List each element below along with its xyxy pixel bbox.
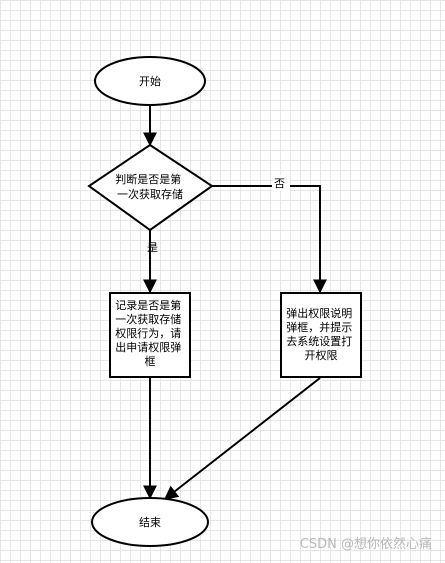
edge-decision-no-to-explain (212, 185, 327, 294)
record-line-3: 权限行为，请 (115, 327, 181, 340)
start-label: 开始 (139, 74, 161, 88)
start-ellipse (94, 56, 206, 106)
decision-node: 判断是否是第 一次获取存储 (87, 143, 214, 232)
decision-diamond (87, 143, 214, 232)
start-node: 开始 (94, 56, 206, 106)
edges (143, 105, 327, 500)
record-process-label: 记录是否是第 一次获取存储 权限行为，请 出申请权限弹 框 (115, 298, 185, 368)
decision-label-line-2: 一次获取存储 (117, 187, 183, 201)
record-line-5: 框 (145, 355, 156, 368)
decision-label-line-1: 判断是否是第 (115, 172, 181, 186)
explain-process-label: 弹出权限说明 弹框，并提示 去系统设置打 开权限 (286, 306, 356, 362)
explain-line-4: 开权限 (305, 349, 338, 362)
yes-label: 是 (147, 241, 158, 254)
end-node: 结束 (91, 497, 209, 547)
explain-process-node: 弹出权限说明 弹框，并提示 去系统设置打 开权限 (280, 292, 362, 378)
end-label: 结束 (139, 516, 161, 529)
watermark: CSDN @想你依然心痛 (300, 536, 432, 552)
record-process-box (109, 292, 191, 378)
end-ellipse (91, 497, 209, 547)
decision-label: 判断是否是第 一次获取存储 (115, 172, 185, 201)
explain-line-1: 弹出权限说明 (286, 306, 352, 320)
record-line-4: 出申请权限弹 (115, 340, 181, 354)
no-label-text: 否 (274, 177, 285, 190)
no-label: 否 (272, 175, 290, 191)
explain-line-3: 去系统设置打 (286, 334, 352, 348)
edge-explain-to-end (163, 377, 321, 500)
record-line-2: 一次获取存储 (115, 312, 181, 326)
record-process-node: 记录是否是第 一次获取存储 权限行为，请 出申请权限弹 框 (109, 292, 191, 378)
record-line-1: 记录是否是第 (115, 298, 181, 312)
explain-line-2: 弹框，并提示 (286, 320, 352, 334)
explain-process-box (280, 292, 362, 378)
no-label-bg (272, 175, 290, 191)
